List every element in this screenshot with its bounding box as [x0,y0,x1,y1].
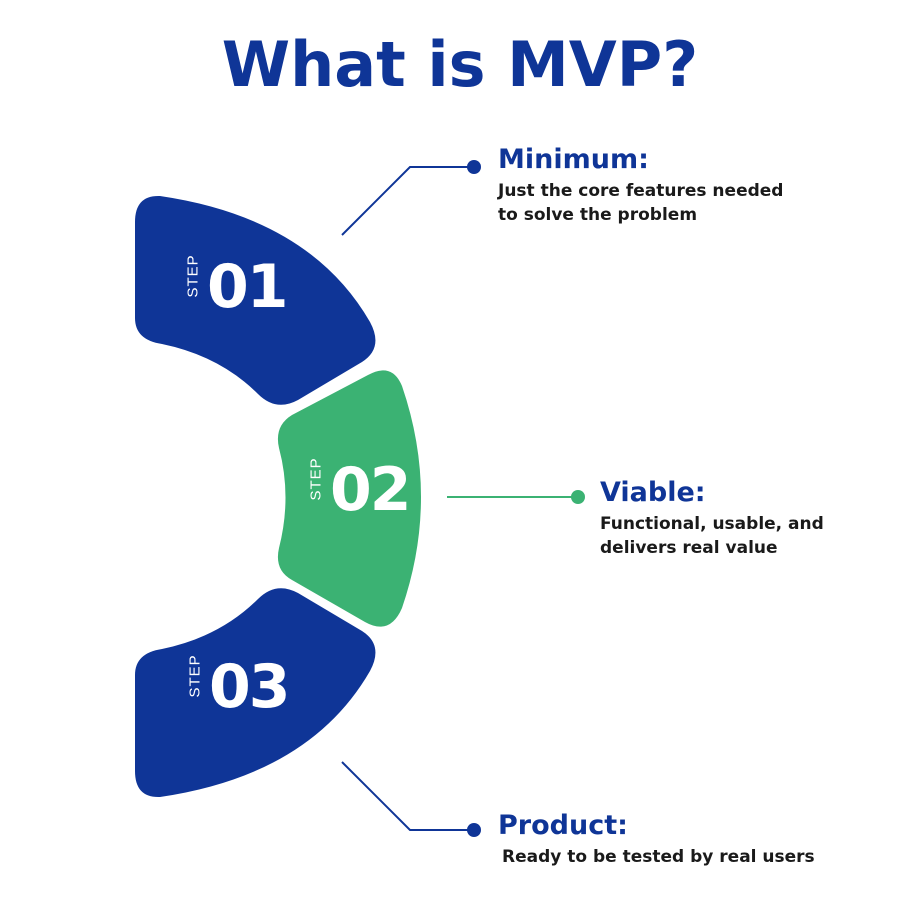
step-01-badge: STEP 01 [183,252,289,322]
step-number: 02 [330,455,411,525]
step-label: STEP [184,253,202,297]
connector-dot-minimum [467,160,481,174]
product-description: Ready to be tested by real users [502,847,815,867]
step-02-shape [277,370,421,627]
product-info: Product: Ready to be tested by real user… [498,810,815,869]
viable-heading: Viable: [600,477,706,508]
connector-line-product [341,761,472,831]
minimum-heading: Minimum: [498,144,649,175]
connector-line-minimum [341,166,472,236]
page-title: What is MVP? [221,28,699,101]
step-01-shape [135,195,376,405]
step-03-badge: STEP 03 [185,652,291,722]
connector-dot-viable [571,490,585,504]
step-label: STEP [186,653,204,697]
connector-dot-product [467,823,481,837]
step-03-shape [135,588,376,798]
step-label: STEP [307,456,325,500]
step-02-badge: STEP 02 [306,455,412,525]
step-number: 01 [207,252,288,322]
step-number: 03 [209,652,290,722]
product-heading: Product: [498,810,628,841]
